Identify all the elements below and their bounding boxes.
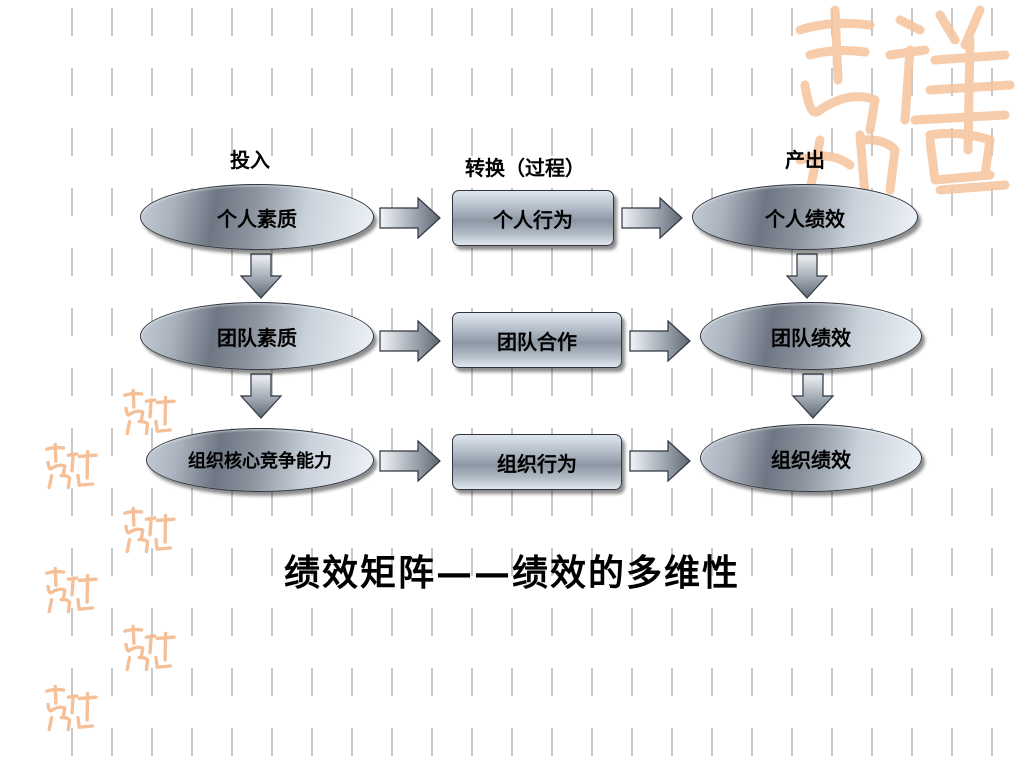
seal-stamp-small-2 [45,442,98,490]
down-arrow-icon [239,373,283,419]
node-input-team-quality: 团队素质 [140,302,374,370]
down-arrow-icon [239,253,283,299]
node-output-individual-performance: 个人绩效 [692,184,918,250]
column-header-process: 转换（过程） [465,156,585,180]
seal-stamp-small-3 [123,506,176,554]
seal-stamp-small-4 [45,566,98,614]
right-arrow-icon [629,439,691,483]
node-input-individual-quality: 个人素质 [140,184,374,250]
right-arrow-icon [621,196,683,240]
seal-stamp-small-6 [45,684,98,732]
node-output-org-performance: 组织绩效 [700,424,922,492]
slide-title: 绩效矩阵——绩效的多维性 [283,552,740,594]
node-output-team-performance: 团队绩效 [700,302,922,370]
node-process-org-behavior: 组织行为 [452,434,622,490]
node-process-team-cooperation: 团队合作 [452,312,622,368]
right-arrow-icon [379,196,441,240]
column-header-output: 产出 [785,148,825,172]
seal-stamp-small-1 [123,388,176,436]
right-arrow-icon [379,439,441,483]
seal-stamp-large [795,5,1015,200]
down-arrow-icon [791,373,835,419]
column-header-input: 投入 [230,148,270,172]
right-arrow-icon [629,319,691,363]
seal-stamp-small-5 [123,624,176,672]
right-arrow-icon [379,319,441,363]
node-input-org-core-competence: 组织核心竞争能力 [146,428,374,492]
down-arrow-icon [785,253,829,299]
node-process-individual-behavior: 个人行为 [452,190,614,246]
